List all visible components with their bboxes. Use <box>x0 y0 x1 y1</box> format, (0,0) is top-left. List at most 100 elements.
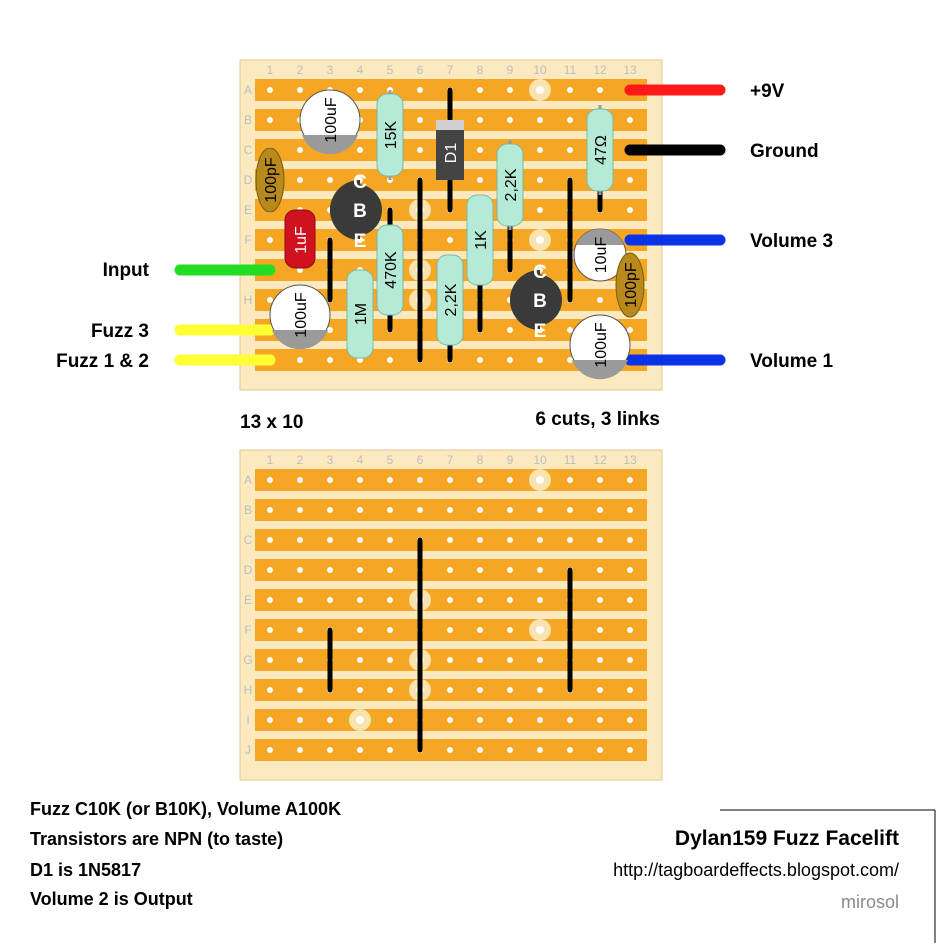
hole <box>477 507 483 513</box>
hole <box>447 597 453 603</box>
hole <box>387 567 393 573</box>
resistor-470k: 470K <box>376 224 404 316</box>
hole <box>447 537 453 543</box>
hole <box>297 687 303 693</box>
hole <box>627 537 633 543</box>
hole <box>357 627 363 633</box>
hole <box>327 477 333 483</box>
hole <box>447 687 453 693</box>
hole <box>447 567 453 573</box>
note-line-2: Transistors are NPN (to taste) <box>30 829 283 849</box>
hole <box>327 747 333 753</box>
hole <box>417 507 423 513</box>
column-number-9: 9 <box>507 453 514 467</box>
column-number-11: 11 <box>564 63 577 77</box>
transistor-q2-c: C <box>533 262 547 283</box>
row-letter-d: D <box>244 173 253 187</box>
hole <box>507 327 513 333</box>
hole <box>447 627 453 633</box>
column-number-8: 8 <box>477 453 484 467</box>
hole <box>267 597 273 603</box>
label-volume3: Volume 3 <box>750 231 833 252</box>
hole <box>537 357 543 363</box>
hole <box>507 567 513 573</box>
hole <box>537 717 543 723</box>
hole <box>597 567 603 573</box>
hole <box>597 597 603 603</box>
hole <box>327 507 333 513</box>
hole <box>627 567 633 573</box>
transistor-q1-e: E <box>354 231 367 252</box>
resistor-1m: 1M <box>346 269 374 359</box>
track-cut-hole <box>536 626 544 634</box>
footer-url: http://tagboardeffects.blogspot.com/ <box>613 860 899 880</box>
hole <box>327 567 333 573</box>
hole <box>267 507 273 513</box>
hole <box>297 537 303 543</box>
hole <box>627 657 633 663</box>
column-number-7: 7 <box>447 63 454 77</box>
column-number-5: 5 <box>387 63 394 77</box>
hole <box>447 657 453 663</box>
hole <box>537 657 543 663</box>
hole <box>627 717 633 723</box>
hole <box>537 507 543 513</box>
resistor-47-ohm-label: 47Ω <box>593 135 610 165</box>
hole <box>297 147 303 153</box>
hole <box>507 657 513 663</box>
hole <box>597 87 603 93</box>
hole <box>627 747 633 753</box>
track-cut-hole <box>536 236 544 244</box>
row-letter-h: H <box>244 683 253 697</box>
row-letter-c: C <box>244 533 253 547</box>
hole <box>477 537 483 543</box>
hole <box>597 537 603 543</box>
hole <box>567 507 573 513</box>
capacitor-100uf-top-label: 100uF <box>323 97 340 143</box>
hole <box>447 237 453 243</box>
column-number-12: 12 <box>593 453 607 467</box>
hole <box>507 687 513 693</box>
hole <box>327 327 333 333</box>
column-number-12: 12 <box>593 63 607 77</box>
hole <box>387 597 393 603</box>
hole <box>567 327 573 333</box>
hole <box>597 507 603 513</box>
label-input: Input <box>103 260 150 281</box>
hole <box>627 117 633 123</box>
row-letter-f: F <box>244 233 251 247</box>
column-number-3: 3 <box>327 453 334 467</box>
hole <box>537 747 543 753</box>
hole <box>477 747 483 753</box>
hole <box>567 717 573 723</box>
hole <box>507 627 513 633</box>
hole <box>477 477 483 483</box>
column-number-13: 13 <box>623 453 637 467</box>
hole <box>297 507 303 513</box>
hole <box>477 567 483 573</box>
bottom-board-links <box>327 537 573 753</box>
hole <box>297 177 303 183</box>
hole <box>267 87 273 93</box>
capacitor-1uf-label: 1uF <box>293 226 310 254</box>
transistor-q1: C B E <box>330 172 382 252</box>
hole <box>297 597 303 603</box>
column-number-6: 6 <box>417 453 424 467</box>
hole <box>567 477 573 483</box>
column-number-3: 3 <box>327 63 334 77</box>
hole <box>597 627 603 633</box>
hole <box>417 477 423 483</box>
row-letter-e: E <box>244 203 252 217</box>
transistor-q1-c: C <box>353 172 367 193</box>
hole <box>627 207 633 213</box>
hole <box>537 537 543 543</box>
bottom-board-cuts <box>349 469 551 731</box>
hole <box>447 477 453 483</box>
hole <box>297 717 303 723</box>
hole <box>357 507 363 513</box>
transistor-q1-b: B <box>353 201 367 222</box>
capacitor-100uf-right-label: 100uF <box>593 322 610 368</box>
capacitor-100pf-right-label: 100pF <box>623 262 640 308</box>
hole <box>477 147 483 153</box>
column-number-8: 8 <box>477 63 484 77</box>
